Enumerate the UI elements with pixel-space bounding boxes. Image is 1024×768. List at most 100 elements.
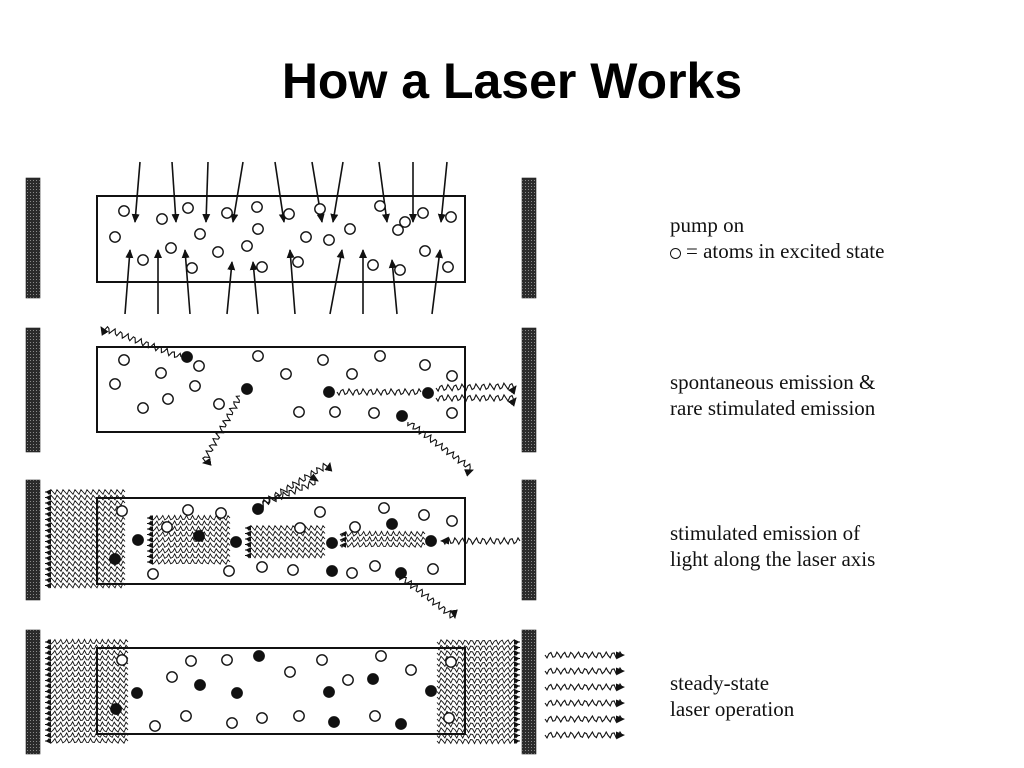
arrowhead-icon — [147, 553, 153, 560]
photon-wave — [339, 530, 426, 537]
photon-wave — [44, 660, 129, 667]
excited-atom — [212, 246, 224, 258]
arrowhead-icon — [45, 571, 51, 578]
arrowhead-icon — [514, 677, 520, 684]
pump-arrow-down — [171, 161, 180, 223]
photon-wave — [45, 571, 126, 578]
photon-wave — [45, 516, 126, 523]
arrowhead-icon — [147, 537, 153, 543]
arrowhead-icon — [45, 549, 51, 556]
photon-wave — [146, 552, 231, 560]
stimulated-photon-wave — [435, 382, 517, 395]
photon-wave — [44, 737, 129, 744]
axial-photon-train — [245, 524, 326, 559]
excited-atom — [287, 564, 299, 576]
arrowhead-icon — [340, 542, 346, 548]
pump-arrow-down — [378, 161, 390, 223]
excited-atom — [367, 259, 379, 271]
excited-atom — [317, 354, 329, 366]
photon-wave — [146, 525, 231, 532]
photon-wave — [44, 649, 129, 656]
excited-atom — [446, 515, 458, 527]
excited-atom — [118, 205, 130, 217]
caption-line-1: spontaneous emission & — [670, 370, 876, 394]
excited-atom — [156, 213, 168, 225]
excited-atom — [213, 398, 225, 410]
excited-atom — [375, 650, 387, 662]
photon-wave — [45, 532, 126, 540]
pump-arrow-up — [329, 249, 345, 315]
excited-atom — [300, 231, 312, 243]
photon-wave — [45, 488, 126, 496]
arrowhead-icon — [514, 705, 520, 711]
ground-atom — [230, 536, 242, 548]
pump-arrow-up — [124, 249, 134, 315]
excited-atom — [109, 378, 121, 390]
photon-wave — [45, 510, 126, 518]
arrowhead-icon — [245, 547, 251, 553]
excited-atom — [185, 655, 197, 667]
excited-atom — [419, 359, 431, 371]
excited-atom — [182, 202, 194, 214]
photon-wave — [339, 541, 426, 548]
photon-wave — [44, 715, 129, 722]
photon-wave — [44, 654, 129, 662]
arrowhead-icon — [45, 555, 51, 561]
arrowhead-icon — [245, 536, 251, 542]
photon-wave — [436, 688, 521, 696]
excited-atom — [137, 254, 149, 266]
arrowhead-icon — [45, 655, 51, 662]
output-laser-beam — [544, 714, 625, 724]
output-laser-beam — [544, 730, 625, 740]
excited-atom — [221, 207, 233, 219]
excited-atom — [342, 674, 354, 686]
excited-atom — [344, 223, 356, 235]
photon-wave — [245, 546, 326, 554]
slide-title: How a Laser Works — [281, 53, 743, 109]
gain-medium-steady-state — [96, 647, 466, 735]
ground-atom — [241, 383, 253, 395]
excited-atom — [284, 666, 296, 678]
excited-atom — [443, 712, 455, 724]
pump-arrow-up — [249, 261, 259, 315]
output-laser-beam — [544, 666, 625, 676]
photon-wave — [436, 683, 521, 690]
excited-atom — [293, 406, 305, 418]
arrowhead-icon — [45, 688, 51, 695]
excited-atom — [292, 256, 304, 268]
spontaneous-photon-wave — [259, 462, 333, 508]
excited-atom — [446, 407, 458, 419]
arrowhead-icon — [45, 582, 51, 589]
excited-atom — [215, 507, 227, 519]
pump-arrow-down — [274, 161, 287, 223]
caption-line-1: stimulated emission of — [670, 521, 861, 545]
photon-wave — [436, 639, 521, 646]
photon-wave — [44, 687, 129, 695]
arrowhead-icon — [45, 577, 51, 583]
photon-wave — [44, 638, 129, 645]
photon-wave — [45, 505, 126, 512]
ground-atom — [252, 503, 264, 515]
pump-arrow-down — [202, 161, 211, 223]
photon-wave — [436, 677, 521, 685]
arrowhead-icon — [45, 650, 51, 656]
ground-atom — [323, 686, 335, 698]
arrowhead-icon — [45, 738, 51, 744]
left-mirror — [25, 327, 41, 453]
ground-atom — [181, 351, 193, 363]
excited-atom — [329, 406, 341, 418]
arrowhead-icon — [45, 710, 51, 717]
photon-wave — [245, 524, 326, 532]
output-laser-beam — [544, 682, 625, 692]
caption-line-2: = atoms in excited state — [670, 238, 884, 264]
excited-atom — [427, 563, 439, 575]
photon-wave — [436, 694, 521, 701]
photon-wave — [45, 538, 126, 545]
excited-atom — [346, 368, 358, 380]
photon-wave — [45, 543, 126, 551]
excited-atom — [109, 231, 121, 243]
excited-atom — [116, 654, 128, 666]
photon-wave — [146, 530, 231, 538]
ground-atom — [367, 673, 379, 685]
arrowhead-icon — [514, 650, 520, 656]
